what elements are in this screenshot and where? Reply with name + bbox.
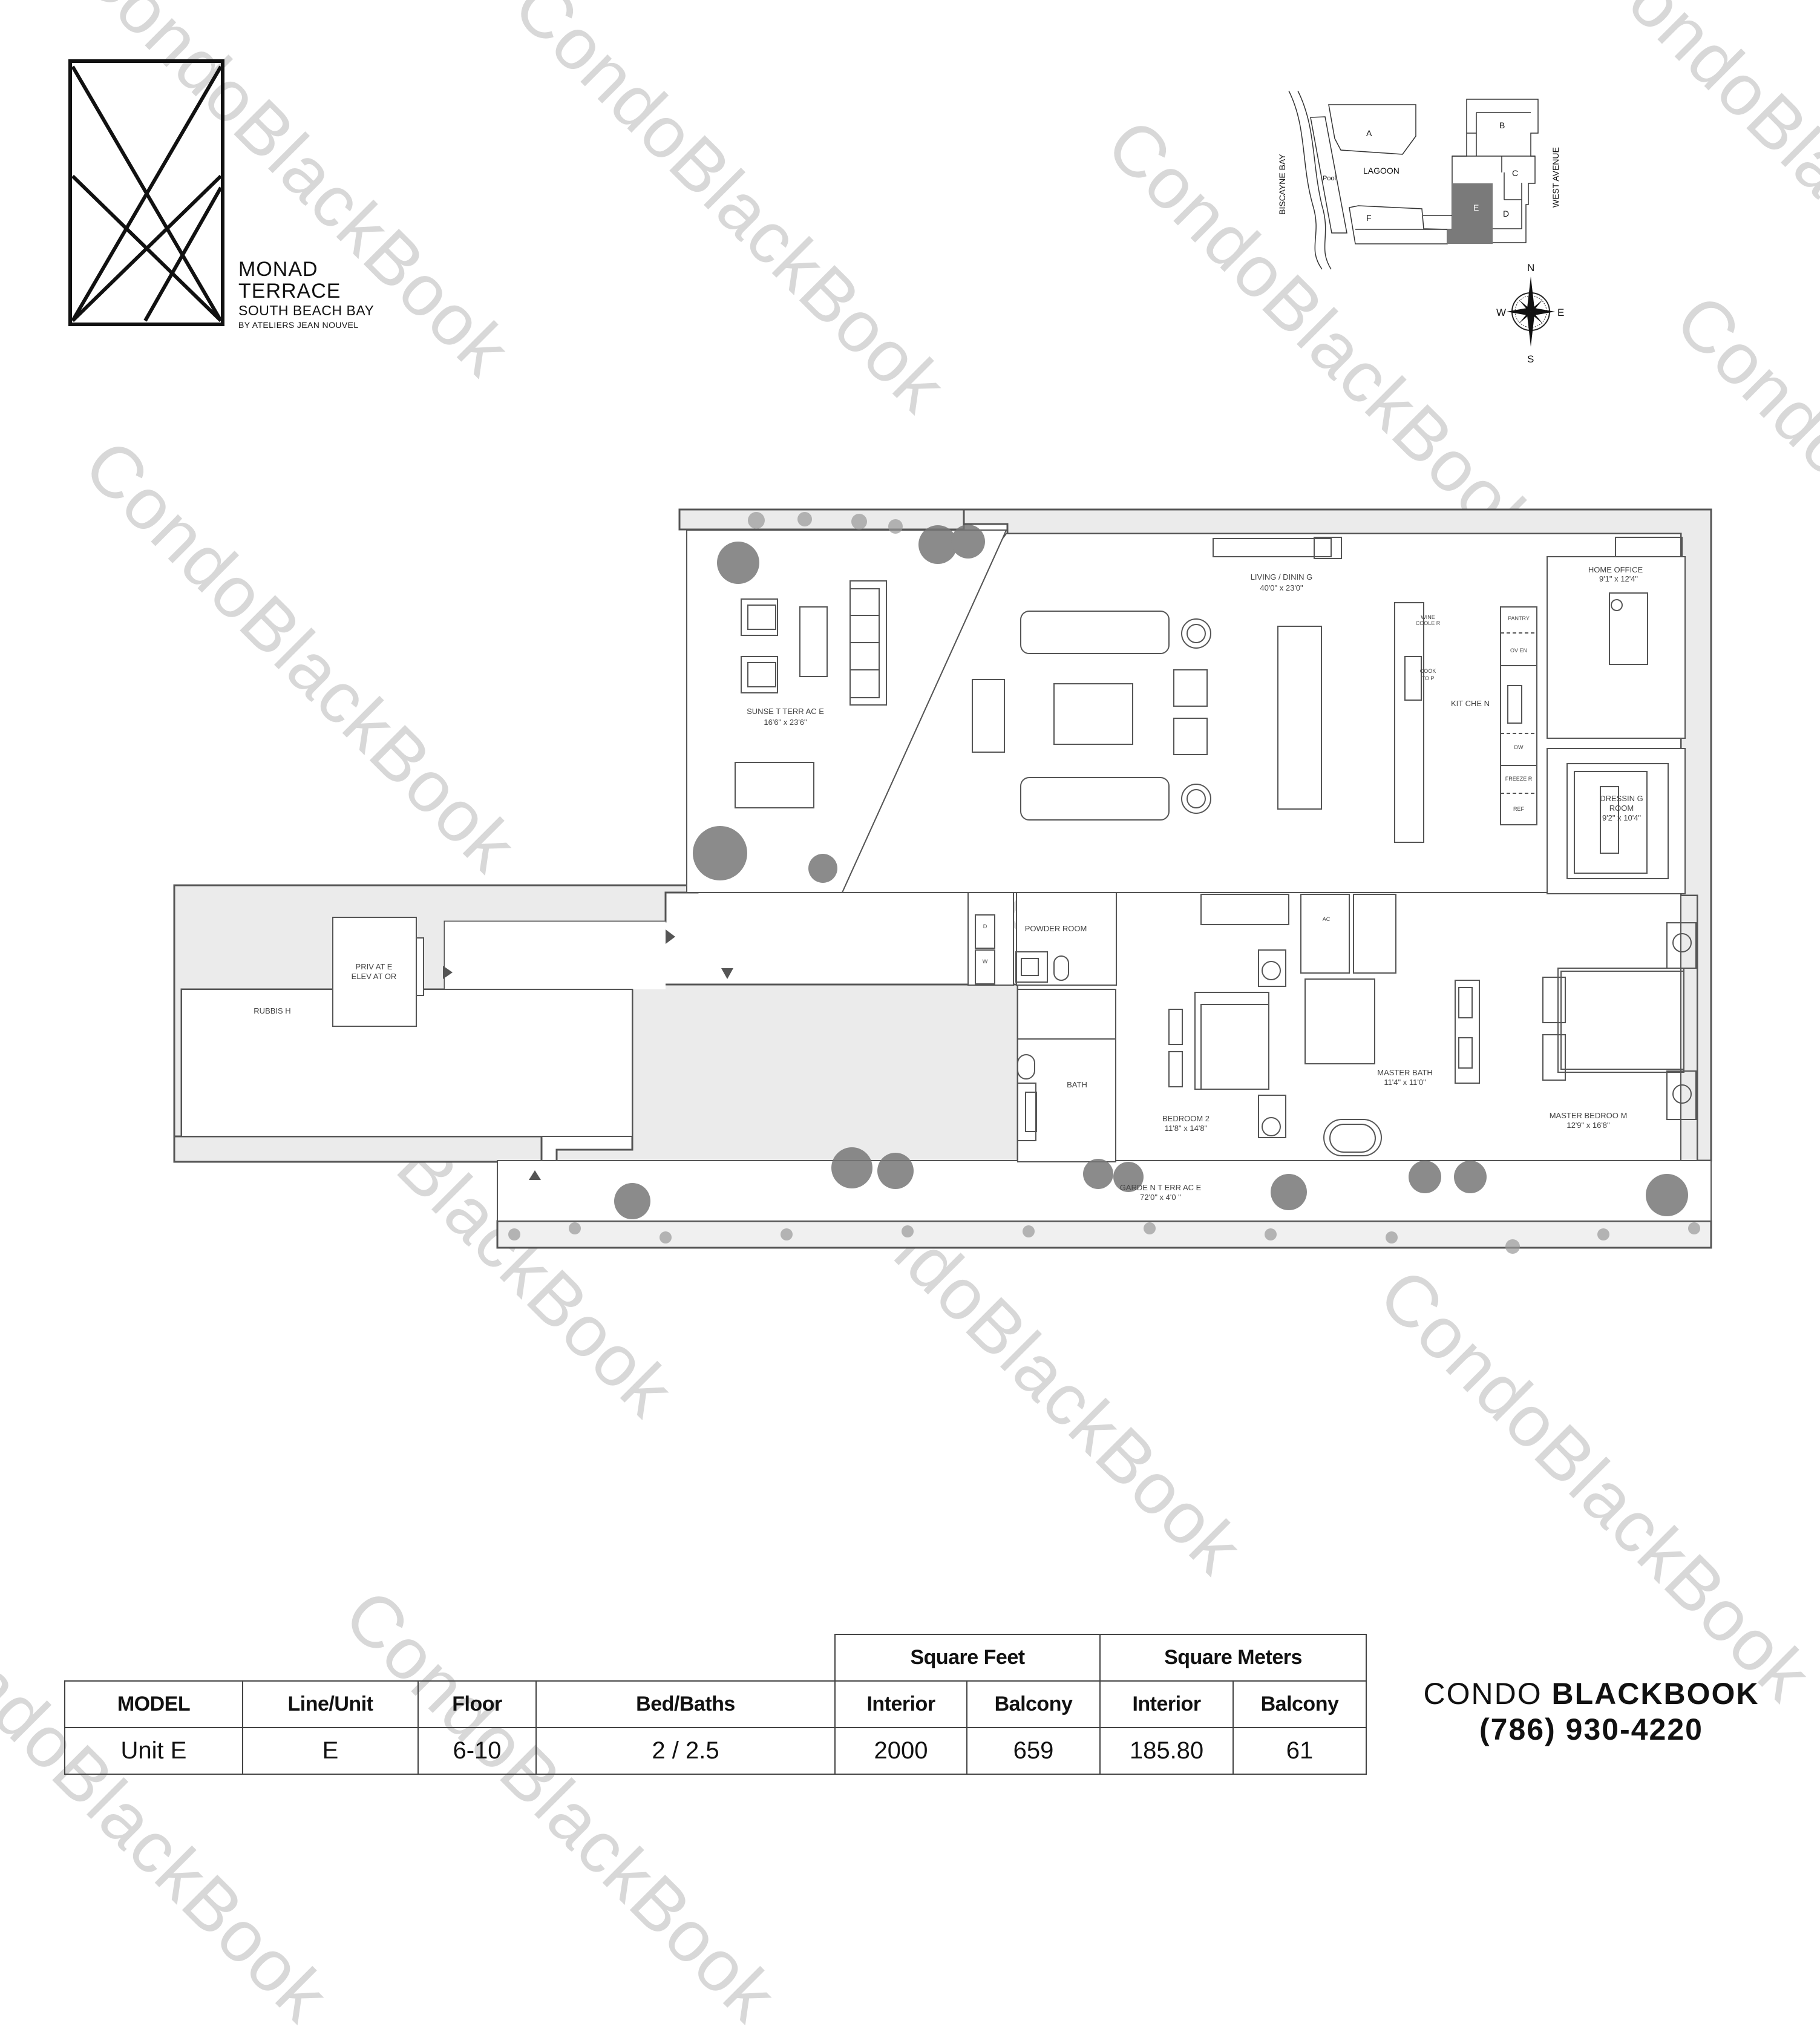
monad-logo-icon (68, 59, 224, 326)
room-dims-home-office: 9'1" x 12'4" (1599, 574, 1638, 583)
west-avenue-label: WEST AVENUE (1551, 147, 1560, 208)
cell-model: Unit E (64, 1727, 243, 1775)
cell-sqm-interior: 185.80 (1099, 1727, 1234, 1775)
contact-phone[interactable]: (786) 930-4220 (1479, 1712, 1703, 1746)
fixture-label-freezer: FREEZE R (1505, 776, 1533, 782)
contact-brand-bold: BLACKBOOK (1551, 1677, 1759, 1711)
fixture-label-dw: DW (1514, 744, 1524, 750)
fixture-label-washer: W (983, 958, 988, 965)
room-dims-master-bath: 11'4" x 11'0" (1384, 1078, 1426, 1087)
fixture-label-oven: OV EN (1510, 647, 1527, 654)
cell-sqm-balcony: 61 (1232, 1727, 1367, 1775)
fixture-label-wine-cooler: WINE (1421, 614, 1435, 620)
fixture-label-cooktop: COOK (1420, 668, 1436, 674)
room-label-master-bedroom: MASTER BEDROO M (1550, 1111, 1628, 1120)
cell-sqft-balcony: 659 (966, 1727, 1101, 1775)
fixture-label-wine-cooler-2: COOLE R (1416, 620, 1441, 626)
room-label-kitchen: KIT CHE N (1451, 699, 1490, 708)
room-label-dressing-room: DRESSIN G (1600, 794, 1643, 803)
room-label-dressing-room-2: ROOM (1609, 804, 1634, 813)
entry-arrow-icon (443, 929, 733, 1180)
room-dims-dressing-room: 9'2" x 10'4" (1602, 813, 1641, 822)
fixture-label-ref: REF (1513, 806, 1525, 812)
col-header-sqft-balcony: Balcony (966, 1680, 1101, 1728)
fixture-label-ac: AC (1323, 916, 1331, 922)
brand-name-line2: TERRACE (238, 280, 341, 303)
plant-decoration (614, 525, 1688, 1219)
cell-floor: 6-10 (417, 1727, 537, 1775)
room-label-private-elevator-2: ELEV AT OR (352, 972, 397, 981)
room-dims-garden-terrace: 72'0" x 4'0 " (1140, 1193, 1181, 1202)
room-label-home-office: HOME OFFICE (1588, 565, 1643, 574)
building-e-highlight (1447, 183, 1493, 244)
building-d-label: D (1503, 209, 1509, 218)
room-label-sunset-terrace: SUNSE T TERR AC E (747, 707, 824, 716)
group-header-square-meters: Square Meters (1099, 1634, 1367, 1682)
cell-sqft-interior: 2000 (834, 1727, 967, 1775)
compass-n-label: N (1527, 262, 1534, 274)
room-dims-bedroom-2: 11'8" x 14'8" (1165, 1124, 1208, 1133)
site-key-map: A B C D E F LAGOON Pool BISCAYNE BAY WES… (1277, 91, 1564, 365)
group-header-square-feet: Square Feet (834, 1634, 1101, 1682)
room-label-bath: BATH (1067, 1080, 1087, 1089)
room-label-master-bath: MASTER BATH (1377, 1068, 1433, 1077)
building-b-label: B (1499, 120, 1505, 130)
room-label-garden-terrace: GARDE N T ERR AC E (1120, 1183, 1202, 1192)
building-c-label: C (1512, 168, 1518, 178)
room-label-powder-room: POWDER ROOM (1025, 924, 1087, 933)
lagoon-label: LAGOON (1363, 166, 1399, 175)
col-header-sqft-interior: Interior (834, 1680, 967, 1728)
col-header-model: MODEL (64, 1680, 243, 1728)
floor-plan: SUNSE T TERR AC E 16'6" x 23'6" LIVING /… (173, 508, 1712, 1254)
pool-label: Pool (1323, 175, 1336, 182)
room-label-living-dining: LIVING / DININ G (1251, 572, 1313, 582)
brand-architect: BY ATELIERS JEAN NOUVEL (238, 320, 359, 330)
col-header-sqm-balcony: Balcony (1232, 1680, 1367, 1728)
fixture-label-pantry: PANTRY (1508, 615, 1530, 621)
col-header-line-unit: Line/Unit (242, 1680, 419, 1728)
room-label-private-elevator: PRIV AT E (356, 962, 393, 971)
contact-brand-light: CONDO (1423, 1677, 1542, 1711)
brand-name-line1: MONAD (238, 258, 318, 281)
compass-w-label: W (1496, 307, 1506, 318)
fixture-label-dryer: D (983, 923, 987, 929)
cell-line-unit: E (242, 1727, 419, 1775)
fixture-label-cooktop-2: TO P (1422, 675, 1435, 681)
cell-bed-baths: 2 / 2.5 (535, 1727, 836, 1775)
building-f-label: F (1366, 213, 1372, 223)
compass-e-label: E (1557, 307, 1564, 318)
brand-subtitle: SOUTH BEACH BAY (238, 303, 375, 318)
room-dims-master-bedroom: 12'9" x 16'8" (1566, 1121, 1610, 1130)
biscayne-bay-label: BISCAYNE BAY (1277, 154, 1287, 215)
compass-s-label: S (1527, 353, 1534, 365)
col-header-sqm-interior: Interior (1099, 1680, 1234, 1728)
room-dims-living-dining: 40'0" x 23'0" (1260, 583, 1303, 592)
specs-table: Square Feet Square Meters MODEL Line/Uni… (64, 1634, 1367, 1775)
col-header-bed-baths: Bed/Baths (535, 1680, 836, 1728)
brand-text: MONAD TERRACE SOUTH BEACH BAY BY ATELIER… (238, 259, 374, 329)
room-label-bedroom-2: BEDROOM 2 (1162, 1114, 1210, 1123)
building-e-label: E (1473, 203, 1479, 212)
contact-block: CONDO BLACKBOOK (786) 930-4220 (1386, 1676, 1797, 1748)
building-a-label: A (1366, 128, 1372, 138)
table-row: Unit E E 6-10 2 / 2.5 2000 659 185.80 61 (64, 1727, 1367, 1775)
col-header-floor: Floor (417, 1680, 537, 1728)
room-label-rubbish: RUBBIS H (254, 1006, 290, 1015)
room-dims-sunset-terrace: 16'6" x 23'6" (764, 718, 807, 727)
compass-icon (1507, 277, 1555, 347)
